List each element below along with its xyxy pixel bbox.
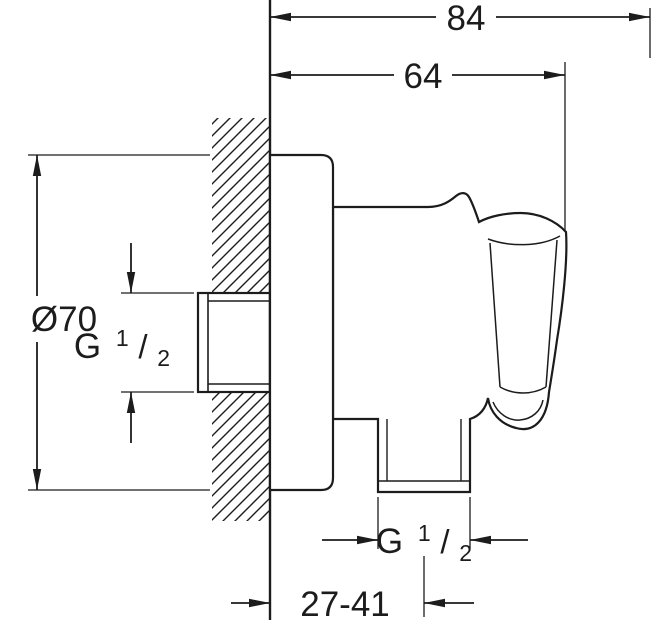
dim-flange-diameter-70: Ø70 bbox=[28, 154, 210, 491]
arrowhead-down bbox=[126, 272, 136, 293]
thread-prefix: G bbox=[74, 327, 101, 366]
dim-label-diameter-70: Ø70 bbox=[31, 300, 97, 339]
inlet-thread-pipe bbox=[196, 291, 272, 394]
thread-numerator: 1 bbox=[116, 325, 129, 351]
dim-holder-depth-64: 64 bbox=[270, 57, 566, 230]
cup-inner-rim bbox=[487, 235, 561, 246]
flange-escutcheon bbox=[268, 153, 335, 492]
dim-label-outlet-thread: G 1 / 2 bbox=[376, 510, 472, 566]
arrowhead-left bbox=[270, 70, 291, 80]
dim-overall-depth-84: 84 bbox=[270, 0, 651, 58]
arrowhead-right bbox=[249, 598, 270, 608]
thread-denominator: 2 bbox=[157, 345, 170, 371]
cup-inner-wall-right bbox=[545, 239, 558, 388]
arrowhead-up bbox=[32, 155, 42, 176]
dim-label-wall-adjustment: 27-41 bbox=[300, 585, 390, 620]
arrowhead-right bbox=[357, 535, 378, 545]
dim-label-64: 64 bbox=[404, 57, 443, 96]
thread-prefix: G bbox=[376, 522, 403, 561]
arrowhead-down bbox=[32, 469, 42, 490]
arrowhead-up bbox=[126, 392, 136, 413]
dim-label-84: 84 bbox=[447, 0, 486, 38]
wall-hatching-upper bbox=[212, 118, 269, 294]
arrowhead-right bbox=[629, 12, 650, 22]
dim-inlet-thread-g12: G 1 / 2 bbox=[74, 243, 194, 443]
cup-inner-wall-left bbox=[489, 242, 501, 388]
arrowhead-right bbox=[544, 70, 565, 80]
thread-numerator: 1 bbox=[418, 520, 431, 546]
arrowhead-left bbox=[424, 598, 445, 608]
body-outline bbox=[331, 192, 568, 494]
union-body bbox=[331, 192, 568, 494]
thread-denominator: 2 bbox=[459, 540, 472, 566]
thread-slash: / bbox=[138, 328, 148, 365]
wall-hatching-lower bbox=[212, 391, 269, 521]
dim-outlet-thread-g12: G 1 / 2 bbox=[322, 497, 528, 566]
arrowhead-left bbox=[270, 12, 291, 22]
inlet-pipe-outline bbox=[196, 291, 272, 394]
dim-wall-adjustment-27-41: 27-41 bbox=[231, 556, 474, 620]
wall-section bbox=[212, 118, 269, 521]
dim-label-inlet-thread: G 1 / 2 bbox=[74, 315, 170, 371]
cup-floor-arc bbox=[499, 386, 547, 394]
cup-bottom-lip bbox=[492, 399, 544, 421]
arrowhead-left bbox=[470, 535, 491, 545]
thread-slash: / bbox=[440, 523, 450, 560]
